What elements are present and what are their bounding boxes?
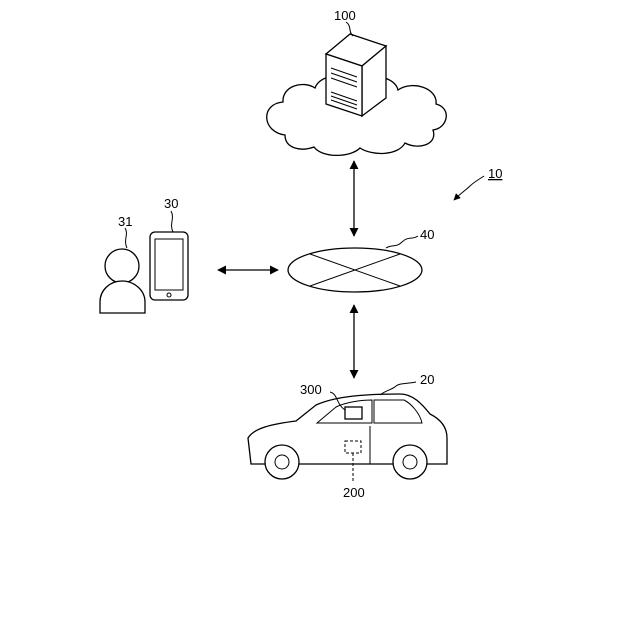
network-label: 40 bbox=[420, 227, 434, 242]
network-node bbox=[288, 248, 422, 292]
system-leader-arrow bbox=[454, 176, 484, 200]
vehicle-label: 20 bbox=[420, 372, 434, 387]
server-label: 100 bbox=[334, 8, 356, 23]
network-leader-line bbox=[386, 236, 418, 248]
smartphone-label: 30 bbox=[164, 196, 178, 211]
user-label: 31 bbox=[118, 214, 132, 229]
vehicle-leader-line bbox=[380, 382, 416, 395]
user-leader-line bbox=[125, 228, 127, 248]
user-icon bbox=[100, 249, 145, 313]
vehicle-icon bbox=[248, 394, 447, 479]
vehicle-unit-label: 200 bbox=[343, 485, 365, 500]
system-label: 10 bbox=[488, 166, 502, 181]
vehicle-display-label: 300 bbox=[300, 382, 322, 397]
smartphone-leader-line bbox=[171, 211, 173, 232]
smartphone-icon bbox=[150, 232, 188, 300]
server-icon bbox=[326, 34, 386, 116]
